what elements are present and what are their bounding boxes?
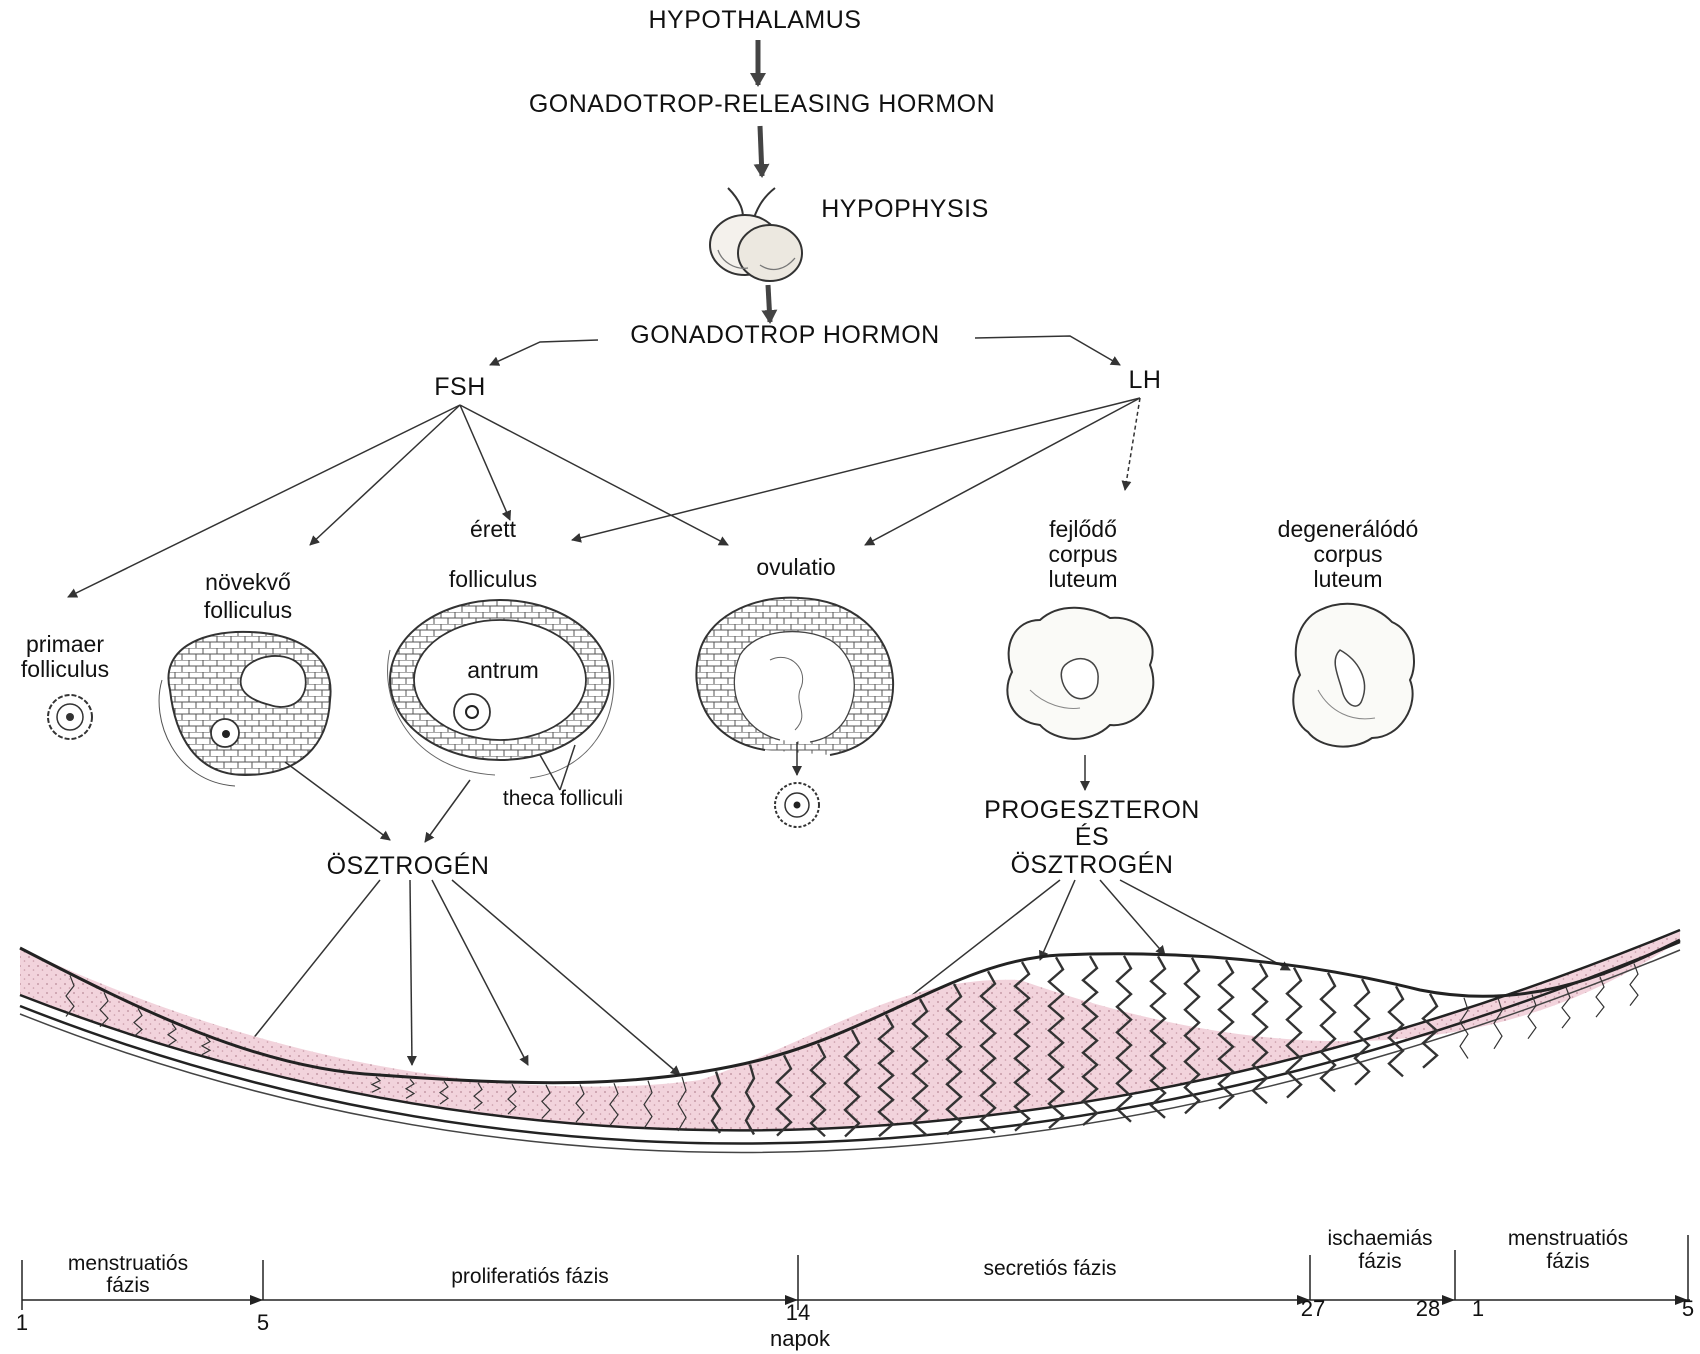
tick-day-5: 5 — [257, 1310, 269, 1335]
tick-day-14: 14 — [786, 1300, 810, 1325]
novekvo-label-1: növekvő — [205, 569, 291, 595]
arrow-hypophysis-gonadotrop — [768, 285, 770, 322]
phase-menstr2-line1: menstruatiós — [1508, 1227, 1628, 1250]
phase-prolif: proliferatiós fázis — [451, 1265, 609, 1288]
novekvo-follicle-icon — [159, 632, 330, 786]
theca-label: theca folliculi — [503, 787, 623, 810]
primaer-label-2: folliculus — [21, 656, 109, 682]
fejlodo-label-1: fejlődő — [1049, 516, 1117, 542]
antrum-label: antrum — [467, 657, 539, 683]
primaer-label-1: primaer — [26, 631, 104, 657]
tick-day-5b: 5 — [1682, 1296, 1694, 1321]
progeszteron-label-3: ÖSZTROGÉN — [1011, 850, 1174, 879]
fejlodo-corpus-luteum-icon — [1007, 608, 1153, 790]
novekvo-label-2: folliculus — [204, 597, 292, 623]
primaer-follicle-icon — [48, 695, 92, 739]
osztrogen-endometrium-arrows — [240, 880, 680, 1075]
progeszteron-label-2: ÉS — [1075, 822, 1109, 851]
arrow-gonadotrop-lh — [975, 336, 1120, 365]
phase-menstr2-line2: fázis — [1546, 1250, 1589, 1273]
tick-day-28: 28 — [1416, 1296, 1440, 1321]
tick-day-27: 27 — [1301, 1296, 1325, 1321]
fsh-label: FSH — [434, 373, 486, 401]
degeneralodo-label-1: degenerálódó — [1278, 516, 1419, 542]
progeszteron-label-1: PROGESZTERON — [984, 796, 1200, 824]
tick-day-1b: 1 — [1472, 1296, 1484, 1321]
hypophysis-label: HYPOPHYSIS — [821, 195, 989, 223]
arrow-erett-osztrogen — [425, 780, 470, 842]
phase-ischaem-line2: fázis — [1358, 1250, 1401, 1273]
arrow-gnrh-hypophysis — [760, 126, 762, 176]
arrow-gonadotrop-fsh — [490, 340, 598, 365]
gonadotrop-label: GONADOTROP HORMON — [630, 321, 939, 349]
erett-follicle-icon — [388, 600, 614, 778]
degeneralodo-label-3: luteum — [1313, 566, 1382, 592]
phase-menstr1-line1: menstruatiós — [68, 1252, 188, 1275]
tick-day-1: 1 — [16, 1310, 28, 1335]
gland-34 — [1355, 979, 1369, 1085]
napok-label: napok — [770, 1326, 831, 1351]
erett-label-2: folliculus — [449, 566, 537, 592]
gnrh-label: GONADOTROP-RELEASING HORMON — [529, 90, 995, 118]
hypophysis-gland-icon — [710, 188, 802, 281]
ovulatio-follicle-icon — [696, 598, 893, 827]
endometrium-cross-section — [20, 930, 1680, 1153]
degeneralodo-label-2: corpus — [1313, 541, 1382, 567]
phase-ischaem-line1: ischaemiás — [1327, 1227, 1432, 1250]
degeneralodo-corpus-luteum-icon — [1293, 604, 1414, 747]
phase-menstr1-line2: fázis — [106, 1274, 149, 1297]
lh-label: LH — [1129, 366, 1162, 394]
fejlodo-label-3: luteum — [1048, 566, 1117, 592]
fsh-arrows — [68, 405, 728, 597]
osztrogen-label: ÖSZTROGÉN — [327, 851, 490, 880]
ovulatio-label: ovulatio — [756, 554, 835, 580]
fejlodo-label-2: corpus — [1048, 541, 1117, 567]
erett-label-1: érett — [470, 516, 517, 542]
gland-33 — [1321, 973, 1335, 1092]
phase-secret: secretiós fázis — [983, 1257, 1116, 1280]
arrow-novekvo-osztrogen — [285, 762, 390, 840]
hypothalamus-label: HYPOTHALAMUS — [649, 6, 862, 34]
